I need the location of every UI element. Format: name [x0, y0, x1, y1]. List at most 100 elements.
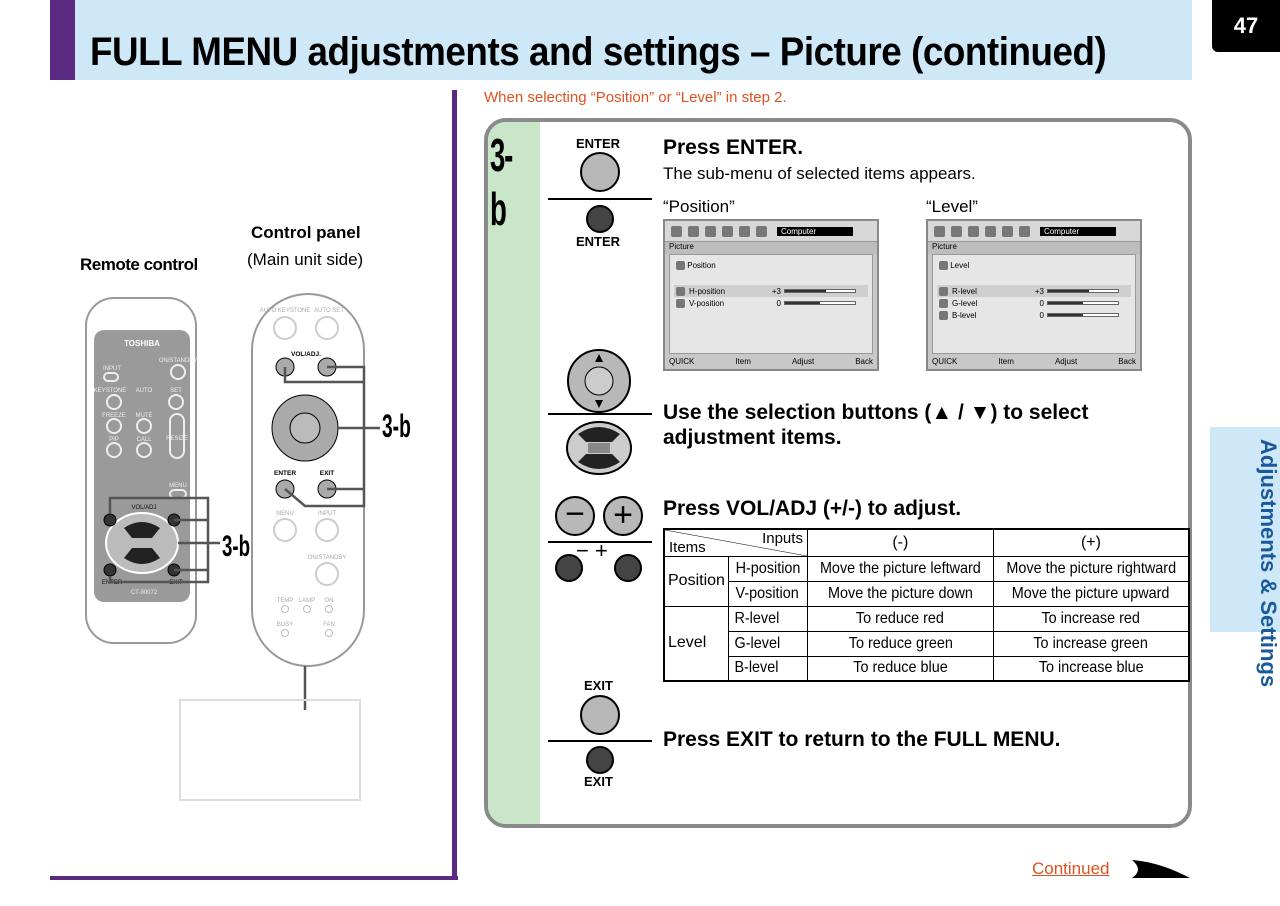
table-cell: To reduce blue — [806, 655, 994, 682]
remote-label-auto: AUTO — [136, 388, 153, 394]
minus-sign: − + — [576, 538, 608, 563]
osd-slider — [1047, 313, 1119, 317]
osd-level-caption: “Level” — [926, 197, 978, 216]
remote-control-label: Remote control — [80, 255, 198, 274]
osd-heading-icon — [676, 261, 685, 271]
panel-label-on-standby: ON/STANDBY — [308, 555, 347, 561]
step-tag-remote: 3-b — [222, 530, 250, 563]
osd-row-icon — [939, 298, 948, 308]
table-cell: To reduce red — [806, 605, 994, 632]
osd-slider — [784, 289, 856, 293]
panel-label-menu: MENU — [276, 511, 294, 517]
osd-source: Computer — [1040, 226, 1116, 236]
table-cell: To increase green — [992, 630, 1190, 657]
osd-row-icon — [676, 286, 685, 296]
header-items-inputs: Items Inputs — [663, 528, 808, 557]
separator — [548, 740, 652, 742]
remote-label-set: SET — [170, 388, 182, 394]
osd-position-caption: “Position” — [663, 197, 735, 216]
enter-label-bottom: ENTER — [576, 234, 621, 249]
step-number: 3-b — [490, 129, 513, 235]
continued-arrow-icon[interactable] — [1130, 856, 1192, 882]
osd-footer-item: Adjust — [1054, 357, 1078, 366]
table-cell: To reduce green — [806, 630, 994, 657]
osd-footer-item: Item — [735, 357, 751, 366]
osd-menu-icons: Computer — [928, 221, 1140, 241]
panel-label-vol-adj: VOL/ADJ. — [291, 351, 321, 358]
osd-menu-icon — [705, 225, 716, 237]
vol-minus-button-panel: − — [555, 496, 595, 536]
remote-label-call: CALL — [136, 437, 152, 443]
panel-indicator-busy: BUSY — [277, 622, 293, 628]
osd-footer-item: Back — [1118, 357, 1136, 366]
remote-label-freeze: FREEZE — [102, 413, 126, 419]
osd-menu-icon — [671, 225, 682, 237]
section-tab[interactable]: Adjustments & Settings — [1210, 427, 1280, 687]
osd-footer-item: Adjust — [791, 357, 815, 366]
step-strip: 3-b — [488, 122, 540, 824]
osd-heading-icon — [939, 261, 948, 271]
remote-brand: TOSHIBA — [124, 339, 160, 348]
page-title: FULL MENU adjustments and settings – Pic… — [90, 30, 1107, 74]
osd-menu-icon — [934, 225, 945, 237]
divider-horizontal — [50, 876, 458, 880]
osd-row-value: +3 — [771, 286, 781, 296]
osd-menu-icon — [1019, 225, 1030, 237]
control-panel-body — [251, 293, 365, 667]
osd-footer-item: Back — [855, 357, 873, 366]
exit-label-bottom: EXIT — [584, 774, 613, 789]
panel-indicator-fan: FAN — [323, 622, 335, 628]
panel-label-enter: ENTER — [274, 470, 296, 477]
osd-slider — [1047, 289, 1119, 293]
group-name: Position — [663, 555, 729, 607]
remote-and-panel-illustration: TOSHIBA INPUT ON/STANDBY KEYSTONE AUTO S… — [85, 293, 380, 801]
panel-indicator-temp: TEMP — [277, 598, 294, 604]
osd-row-name: G-level — [952, 298, 978, 308]
osd-menu-icon — [722, 225, 733, 237]
osd-menu-icon — [688, 225, 699, 237]
osd-row-value: 0 — [1039, 310, 1044, 320]
remote-label-pip: PIP — [109, 437, 119, 443]
vol-plus-button-panel: + — [603, 496, 643, 536]
remote-model: CT-90072 — [131, 590, 158, 596]
table-cell: Move the picture leftward — [806, 555, 994, 582]
remote-input-button — [103, 372, 119, 382]
enter-button-remote — [586, 205, 614, 233]
remote-label-vol-adj: VOL/ADJ — [131, 505, 156, 511]
osd-row-icon — [939, 286, 948, 296]
osd-row: G-level 0 — [937, 297, 1131, 309]
osd-source: Computer — [777, 226, 853, 236]
continued-link[interactable]: Continued — [1032, 859, 1110, 878]
table-cell: R-level — [727, 605, 808, 632]
osd-menu-icon — [739, 225, 750, 237]
osd-row-icon — [676, 298, 685, 308]
osd-row: B-level 0 — [937, 309, 1131, 321]
separator — [548, 198, 652, 200]
step1-text: The sub-menu of selected items appears. — [663, 164, 976, 183]
vol-minus-button-remote — [555, 554, 583, 582]
step-tag-panel: 3-b — [382, 408, 411, 444]
table-cell: V-position — [727, 580, 808, 607]
control-panel-sublabel: (Main unit side) — [247, 250, 364, 269]
table-cell: Move the picture down — [806, 580, 994, 607]
step3-title: Press VOL/ADJ (+/-) to adjust. — [663, 497, 962, 520]
exit-button-remote — [586, 746, 614, 774]
osd-menu-icon — [951, 225, 962, 237]
osd-row-name: V-position — [689, 298, 725, 308]
header-band — [50, 0, 1192, 80]
osd-row: R-level+3 — [937, 285, 1131, 297]
vol-plus-button-remote — [614, 554, 642, 582]
table-cell: G-level — [727, 630, 808, 657]
panel-label-exit: EXIT — [320, 470, 334, 477]
page-number: 47 — [1212, 0, 1280, 52]
osd-row-name: B-level — [952, 310, 977, 320]
exit-button-panel — [580, 695, 620, 735]
remote-label-keystone: KEYSTONE — [94, 388, 127, 394]
osd-row-name: R-level — [952, 286, 977, 296]
osd-row-value: 0 — [1039, 298, 1044, 308]
osd-menu-icons: Computer — [665, 221, 877, 241]
